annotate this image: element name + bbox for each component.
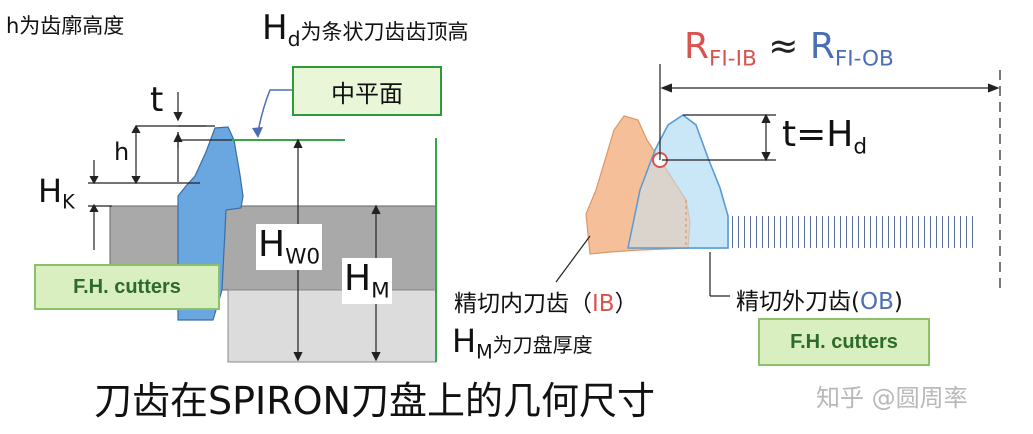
h-label: h	[114, 138, 130, 166]
fh-cutters-badge-right: F.H. cutters	[758, 318, 930, 366]
ob-label-text: 精切外刀齿(	[736, 289, 860, 315]
hk-label: HK	[38, 172, 75, 214]
hd-symbol: H	[262, 8, 288, 48]
hw0-label: HW0	[256, 224, 323, 270]
left-dimension-lines	[88, 92, 381, 362]
r-ib-symbol: R	[684, 26, 710, 67]
ob-code: OB	[859, 289, 894, 315]
hm-thickness-note: HM为刀盘厚度	[452, 322, 593, 364]
watermark: 知乎 @圆周率	[816, 384, 968, 412]
ib-label-text: 精切内刀齿（	[454, 291, 592, 317]
ib-code: IB	[592, 291, 615, 317]
right-dimension-lines	[555, 64, 1001, 297]
hm-label: HM	[342, 258, 392, 304]
right-cutter-body-hatch	[728, 216, 976, 248]
radius-equation: RFI-IB ≈ RFI-OB	[684, 26, 894, 72]
hm-subscript-right: M	[476, 340, 493, 364]
hd-symbol-right: H	[826, 114, 854, 155]
hw0-symbol: H	[258, 224, 286, 265]
t-label: t	[150, 80, 164, 120]
approx-sign: ≈	[768, 26, 799, 67]
cutter-body-lower	[227, 289, 437, 363]
profile-height-note: h为齿廓高度	[6, 14, 125, 38]
ob-close: )	[893, 289, 903, 315]
figure-caption: 刀齿在SPIRON刀盘上的几何尺寸	[94, 379, 655, 423]
r-ob-symbol: R	[809, 26, 835, 67]
hd-title: Hd为条状刀齿齿顶高	[262, 8, 469, 51]
hm-symbol: H	[344, 258, 372, 299]
hm-symbol-right: H	[452, 322, 477, 360]
fh-cutters-badge-left: F.H. cutters	[34, 264, 220, 310]
r-ib-subscript: FI-IB	[709, 46, 757, 72]
ib-label: 精切内刀齿（IB）	[454, 284, 638, 318]
hw0-subscript: W0	[285, 244, 321, 270]
midplane-label: 中平面	[331, 79, 403, 108]
hk-subscript: K	[62, 190, 75, 214]
hd-subscript-right: d	[853, 134, 868, 160]
hm-note-text: 为刀盘厚度	[492, 333, 593, 357]
t-equals-hd: t=Hd	[782, 114, 867, 160]
ob-label: 精切外刀齿(OB)	[736, 282, 903, 316]
hd-note: 为条状刀齿齿顶高	[300, 20, 469, 44]
ib-close: ）	[614, 291, 638, 317]
r-ob-subscript: FI-OB	[834, 46, 894, 72]
hd-subscript: d	[287, 27, 301, 52]
hk-symbol: H	[38, 172, 63, 210]
t-eq-text: t=	[782, 114, 827, 155]
hm-subscript: M	[371, 278, 390, 304]
midplane-box: 中平面	[292, 66, 442, 116]
midplane-pointer-arrow	[257, 89, 292, 133]
